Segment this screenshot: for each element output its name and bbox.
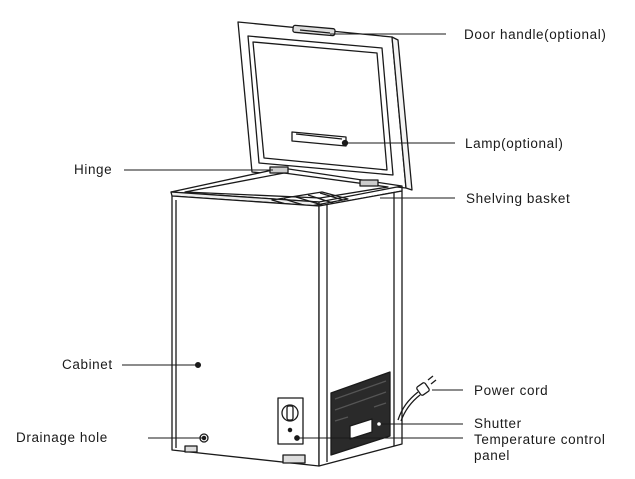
label-power-cord: Power cord [474,383,549,398]
label-door-handle: Door handle(optional) [464,27,607,42]
power-cord [397,375,437,422]
label-temperature-control-panel: Temperature control panel [474,432,605,464]
label-shelving-basket: Shelving basket [466,191,571,206]
lamp [291,131,349,147]
label-hinge: Hinge [74,162,113,177]
door-handle [292,24,336,37]
leader-lines [122,33,463,439]
label-temperature-control-line1: Temperature control [474,432,606,447]
label-shutter: Shutter [474,416,522,431]
drainage-hole [199,433,209,443]
lid [237,21,413,191]
label-drainage-hole: Drainage hole [16,430,108,445]
label-lamp: Lamp(optional) [465,136,564,151]
shutter [330,371,391,456]
temperature-control-panel [277,397,304,445]
cabinet-feet [184,445,306,464]
label-cabinet: Cabinet [62,357,113,372]
label-temperature-control-line2: panel [474,448,511,463]
